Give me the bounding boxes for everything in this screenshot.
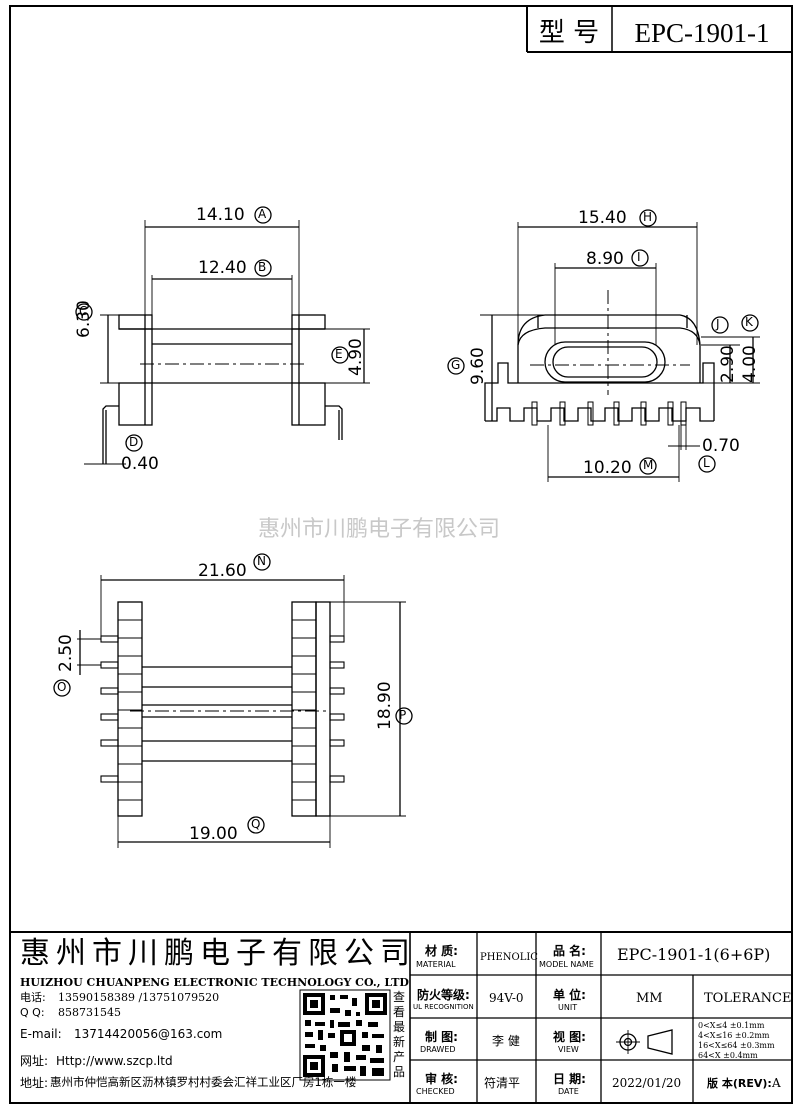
model-name-label: 品 名: xyxy=(553,944,586,958)
dim-M-value: 10.20 xyxy=(583,458,632,478)
dim-O-tag: O xyxy=(57,680,67,694)
web-label: 网址: xyxy=(20,1054,49,1068)
drawn-by-label: 制 图: xyxy=(425,1030,458,1044)
material-label-en: MATERIAL xyxy=(416,960,456,969)
dim-C-tag: C xyxy=(79,304,88,318)
unit-value: MM xyxy=(636,991,663,1006)
qq-label: Q Q: xyxy=(20,1006,45,1019)
dim-J-value: 2.90 xyxy=(718,345,738,383)
dim-A-value: 14.10 xyxy=(196,205,245,225)
checked-by-label: 审 核: xyxy=(425,1072,458,1086)
qr-caption: 查看最新产品 xyxy=(393,990,406,1079)
tolerance-label: TOLERANCE xyxy=(704,991,792,1006)
view-label: 视 图: xyxy=(553,1030,586,1044)
web-value: Http://www.szcp.ltd xyxy=(56,1054,173,1068)
tolerance-row-4: 64<X ±0.4mm xyxy=(698,1051,758,1060)
qq-value: 858731545 xyxy=(58,1006,121,1019)
dim-G-tag: G xyxy=(451,358,461,372)
dim-N-value: 21.60 xyxy=(198,561,247,581)
date-label: 日 期: xyxy=(553,1072,586,1086)
side-view xyxy=(447,209,760,482)
dim-K-value: 4.00 xyxy=(740,345,760,383)
dim-E-value: 4.90 xyxy=(346,338,366,376)
dim-N-tag: N xyxy=(257,554,266,568)
view-label-en: VIEW xyxy=(558,1045,579,1054)
unit-label: 单 位: xyxy=(553,988,586,1002)
dim-E-tag: E xyxy=(335,347,343,361)
dim-H-tag: H xyxy=(643,210,653,224)
dim-O-value: 2.50 xyxy=(56,634,76,672)
email-label: E-mail: xyxy=(20,1027,62,1041)
fire-rating-label: 防火等级: xyxy=(417,988,470,1002)
email-value: 13714420056@163.com xyxy=(74,1027,223,1041)
model-number: EPC-1901-1 xyxy=(635,18,770,48)
title-block-grid xyxy=(10,931,792,1103)
address-value: 惠州市仲恺高新区沥林镇罗村村委会汇祥工业区厂房1栋一楼 xyxy=(50,1075,357,1089)
dim-H-value: 15.40 xyxy=(578,208,627,228)
drawing-border xyxy=(9,5,793,1104)
drawn-by-label-en: DRAWED xyxy=(420,1045,456,1054)
model-name-label-en: MODEL NAME xyxy=(539,960,594,969)
dim-M-tag: M xyxy=(643,458,654,472)
phone-value: 13590158389 /13751079520 xyxy=(58,991,220,1004)
dim-I-tag: I xyxy=(637,250,641,264)
dim-P-tag: P xyxy=(399,708,407,722)
dim-D-value: 0.40 xyxy=(121,454,159,474)
company-name-cn: 惠州市川鹏电子有限公司 xyxy=(20,936,416,971)
date-label-en: DATE xyxy=(558,1087,579,1096)
unit-label-en: UNIT xyxy=(558,1003,578,1012)
tolerance-row-3: 16<X≤64 ±0.3mm xyxy=(698,1041,775,1050)
revision-label: 版 本(REV): xyxy=(707,1077,772,1090)
dim-D-tag: D xyxy=(129,435,139,449)
model-type-label: 型 号 xyxy=(539,18,599,48)
company-name-en: HUIZHOU CHUANPENG ELECTRONIC TECHNOLOGY … xyxy=(20,976,409,989)
tolerance-row-2: 4<X≤16 ±0.2mm xyxy=(698,1031,770,1040)
dim-L-value: 0.70 xyxy=(702,436,740,456)
dim-Q-tag: Q xyxy=(251,817,261,831)
phone-label: 电话: xyxy=(20,991,46,1004)
watermark: 惠州市川鹏电子有限公司 xyxy=(258,517,501,542)
dim-A-tag: A xyxy=(258,207,267,221)
dim-P-value: 18.90 xyxy=(375,681,395,730)
front-view xyxy=(75,206,370,465)
dim-B-value: 12.40 xyxy=(198,258,247,278)
drawn-by-value: 李 健 xyxy=(492,1034,520,1048)
material-value: PHENOLIC xyxy=(480,952,538,963)
fire-rating-value: 94V-0 xyxy=(489,991,524,1005)
qr-code xyxy=(299,989,391,1081)
dim-Q-value: 19.00 xyxy=(189,824,238,844)
model-box: 型 号 EPC-1901-1 xyxy=(526,6,792,53)
revision-value: A xyxy=(772,1076,781,1090)
address-label: 地址: xyxy=(20,1076,49,1090)
dim-I-value: 8.90 xyxy=(586,249,624,269)
date-value: 2022/01/20 xyxy=(612,1076,682,1090)
tolerance-row-1: 0<X≤4 ±0.1mm xyxy=(698,1021,765,1030)
dim-G-value: 9.60 xyxy=(468,347,488,385)
dim-B-tag: B xyxy=(258,260,267,274)
checked-by-label-en: CHECKED xyxy=(416,1087,455,1096)
dim-K-tag: K xyxy=(745,315,753,329)
fire-rating-label-en: UL RECOGNITION xyxy=(413,1003,474,1011)
dim-L-tag: L xyxy=(703,456,710,470)
bottom-view xyxy=(53,553,413,848)
model-name-value: EPC-1901-1(6+6P) xyxy=(617,945,771,964)
material-label: 材 质: xyxy=(425,944,458,958)
checked-by-value: 符清平 xyxy=(484,1076,521,1090)
dim-J-tag: J xyxy=(716,317,720,331)
